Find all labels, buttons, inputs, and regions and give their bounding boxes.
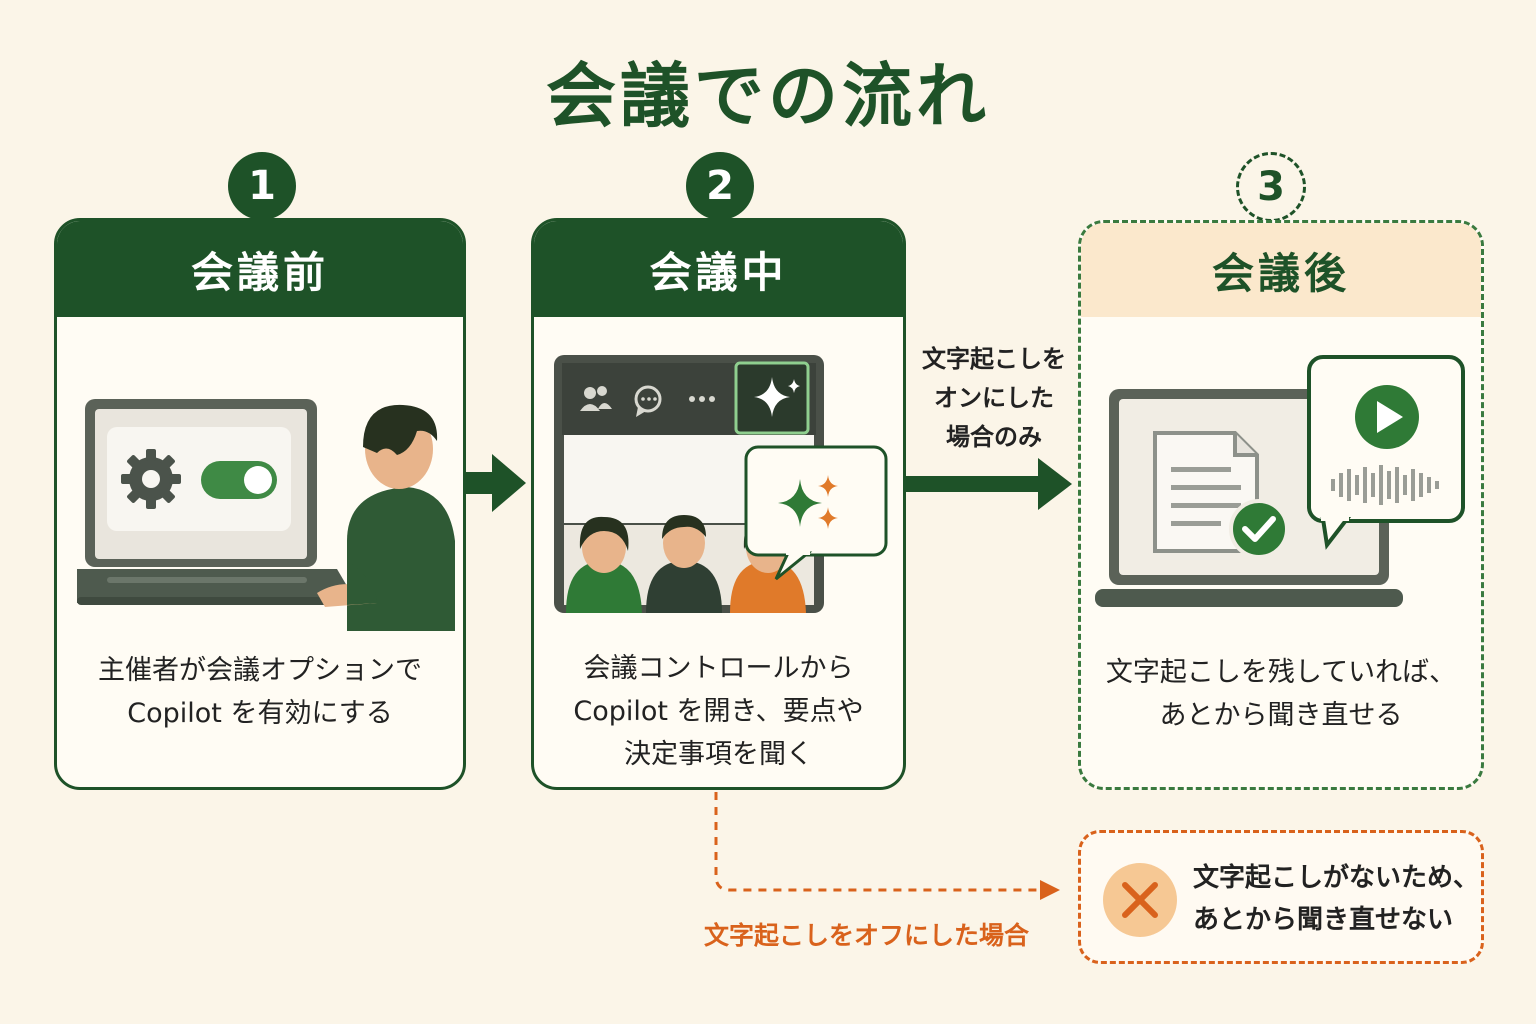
arrow-off-label: 文字起こしをオフにした場合: [704, 921, 1030, 950]
laptop-settings-illustration: [77, 399, 455, 631]
arrow-right-icon: [466, 454, 526, 512]
cross-icon: [1103, 863, 1177, 937]
card-text-during-line3: 決定事項を聞く: [624, 739, 813, 770]
laptop-recording-illustration: [1095, 355, 1465, 607]
card-before-meeting: 会議前: [54, 218, 466, 790]
sparkle-bubble: [744, 445, 888, 581]
play-icon: [1355, 385, 1419, 449]
card-text-before-line2: Copilot を有効にする: [127, 698, 393, 729]
check-icon: [1229, 499, 1289, 559]
card-header-before: 会議前: [57, 221, 463, 317]
waveform-icon: [1331, 465, 1439, 505]
card-text-during-line2: Copilot を開き、要点や: [573, 696, 864, 727]
card-during-meeting: 会議中: [531, 218, 906, 790]
attendee-avatar-2: [646, 515, 722, 613]
card-text-after-line2: あとから聞き直せる: [1159, 700, 1403, 731]
audio-bubble: [1307, 355, 1465, 550]
participants-icon: [580, 386, 612, 411]
toggle-icon: [201, 461, 277, 499]
step-number-1: 1: [228, 152, 296, 220]
meeting-window-illustration: [554, 355, 888, 613]
card-after-meeting: 会議後: [1078, 220, 1484, 790]
more-icon: [689, 396, 715, 402]
card-header-after: 会議後: [1081, 223, 1481, 317]
attendee-avatar-1: [566, 516, 642, 613]
step-number-2: 2: [686, 152, 754, 220]
no-transcript-line1: 文字起こしがないため、: [1193, 863, 1480, 893]
card-text-after-line1: 文字起こしを残していれば、: [1105, 657, 1457, 688]
arrow-on-label-line2: オンにした: [934, 384, 1054, 412]
copilot-sparkle-icon: [734, 361, 810, 435]
arrow-right-long-icon: [906, 458, 1072, 510]
card-header-during: 会議中: [534, 221, 903, 317]
arrow-on-label: 文字起こしを オンにした 場合のみ: [906, 340, 1082, 457]
arrow-on-label-line1: 文字起こしを: [922, 345, 1066, 373]
step-number-3: 3: [1236, 152, 1306, 222]
arrow-on-label-line3: 場合のみ: [946, 423, 1042, 451]
chat-icon: [634, 385, 662, 417]
off-path-arrow: [714, 792, 1060, 900]
page-title: 会議での流れ: [546, 55, 990, 137]
card-text-during-line1: 会議コントロールから: [583, 653, 854, 684]
gear-icon: [121, 449, 181, 509]
no-transcript-line2: あとから聞き直せない: [1193, 905, 1454, 935]
card-text-before-line1: 主催者が会議オプションで: [98, 655, 422, 686]
no-transcript-box: 文字起こしがないため、 あとから聞き直せない: [1078, 830, 1484, 964]
